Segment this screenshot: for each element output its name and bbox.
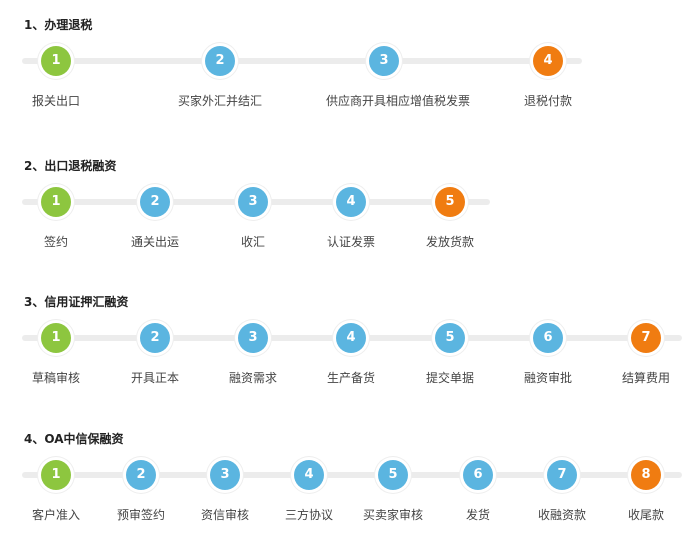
step-7: 7	[544, 457, 580, 493]
step-label: 报关出口	[31, 94, 80, 108]
step-number: 3	[238, 323, 268, 353]
step-number: 8	[631, 460, 661, 490]
step-1: 1	[38, 43, 74, 79]
step-3: 3	[235, 320, 271, 356]
step-4: 4	[333, 320, 369, 356]
step-label: 发货	[465, 508, 490, 522]
step-label: 收汇	[240, 235, 265, 249]
step-6: 6	[530, 320, 566, 356]
step-number: 1	[41, 323, 71, 353]
step-number: 2	[126, 460, 156, 490]
step-label: 发放货款	[425, 235, 474, 249]
step-number: 6	[533, 323, 563, 353]
step-3: 3	[235, 184, 271, 220]
step-1: 1	[38, 457, 74, 493]
step-number: 5	[435, 323, 465, 353]
step-4: 4	[333, 184, 369, 220]
step-label: 开具正本	[130, 371, 179, 385]
step-number: 2	[140, 187, 170, 217]
step-label: 结算费用	[621, 371, 670, 385]
step-number: 3	[369, 46, 399, 76]
step-2: 2	[137, 320, 173, 356]
step-label: 买家外汇并结汇	[177, 94, 262, 108]
step-3: 3	[207, 457, 243, 493]
step-number: 6	[463, 460, 493, 490]
step-number: 2	[140, 323, 170, 353]
step-3: 3	[366, 43, 402, 79]
step-4: 4	[291, 457, 327, 493]
process-section-2: 2、出口退税融资 1 2 3 4 5 签约 通关出运 收汇 认证发票 发放货款	[0, 157, 682, 267]
process-section-4: 4、OA中信保融资 1 2 3 4 5 6 7 8 客户准入 预审签约 资信审核…	[0, 430, 682, 540]
step-label: 认证发票	[326, 235, 375, 249]
step-label: 融资审批	[523, 371, 572, 385]
step-7: 7	[628, 320, 664, 356]
step-label: 生产备货	[326, 371, 375, 385]
step-4: 4	[530, 43, 566, 79]
step-label: 预审签约	[116, 508, 165, 522]
step-number: 4	[294, 460, 324, 490]
process-section-3: 3、信用证押汇融资 1 2 3 4 5 6 7 草稿审核 开具正本 融资需求 生…	[0, 293, 682, 403]
step-number: 1	[41, 187, 71, 217]
step-2: 2	[123, 457, 159, 493]
step-label: 通关出运	[130, 235, 179, 249]
section-title: 1、办理退税	[24, 18, 93, 32]
section-title: 2、出口退税融资	[24, 159, 117, 173]
step-1: 1	[38, 320, 74, 356]
step-label: 收融资款	[537, 508, 586, 522]
progress-track	[22, 472, 682, 478]
step-number: 4	[336, 323, 366, 353]
step-label: 退税付款	[523, 94, 572, 108]
section-title: 4、OA中信保融资	[24, 432, 124, 446]
progress-track	[22, 58, 582, 64]
step-label: 资信审核	[200, 508, 249, 522]
step-number: 4	[336, 187, 366, 217]
step-number: 7	[547, 460, 577, 490]
step-number: 2	[205, 46, 235, 76]
step-number: 5	[435, 187, 465, 217]
step-label: 提交单据	[425, 371, 474, 385]
step-6: 6	[460, 457, 496, 493]
step-label: 供应商开具相应增值税发票	[326, 94, 471, 108]
step-label: 签约	[43, 235, 68, 249]
step-label: 三方协议	[284, 508, 333, 522]
step-5: 5	[432, 184, 468, 220]
process-section-1: 1、办理退税 1 2 3 4 报关出口 买家外汇并结汇 供应商开具相应增值税发票…	[0, 16, 682, 126]
step-label: 客户准入	[31, 508, 80, 522]
step-8: 8	[628, 457, 664, 493]
step-number: 3	[238, 187, 268, 217]
step-label: 融资需求	[228, 371, 277, 385]
step-2: 2	[202, 43, 238, 79]
step-number: 1	[41, 46, 71, 76]
step-5: 5	[432, 320, 468, 356]
step-label: 收尾款	[627, 508, 664, 522]
step-number: 3	[210, 460, 240, 490]
step-number: 7	[631, 323, 661, 353]
step-1: 1	[38, 184, 74, 220]
step-number: 4	[533, 46, 563, 76]
step-2: 2	[137, 184, 173, 220]
step-label: 买卖家审核	[362, 508, 423, 522]
step-5: 5	[375, 457, 411, 493]
step-number: 5	[378, 460, 408, 490]
step-number: 1	[41, 460, 71, 490]
section-title: 3、信用证押汇融资	[24, 295, 129, 309]
step-label: 草稿审核	[31, 371, 80, 385]
